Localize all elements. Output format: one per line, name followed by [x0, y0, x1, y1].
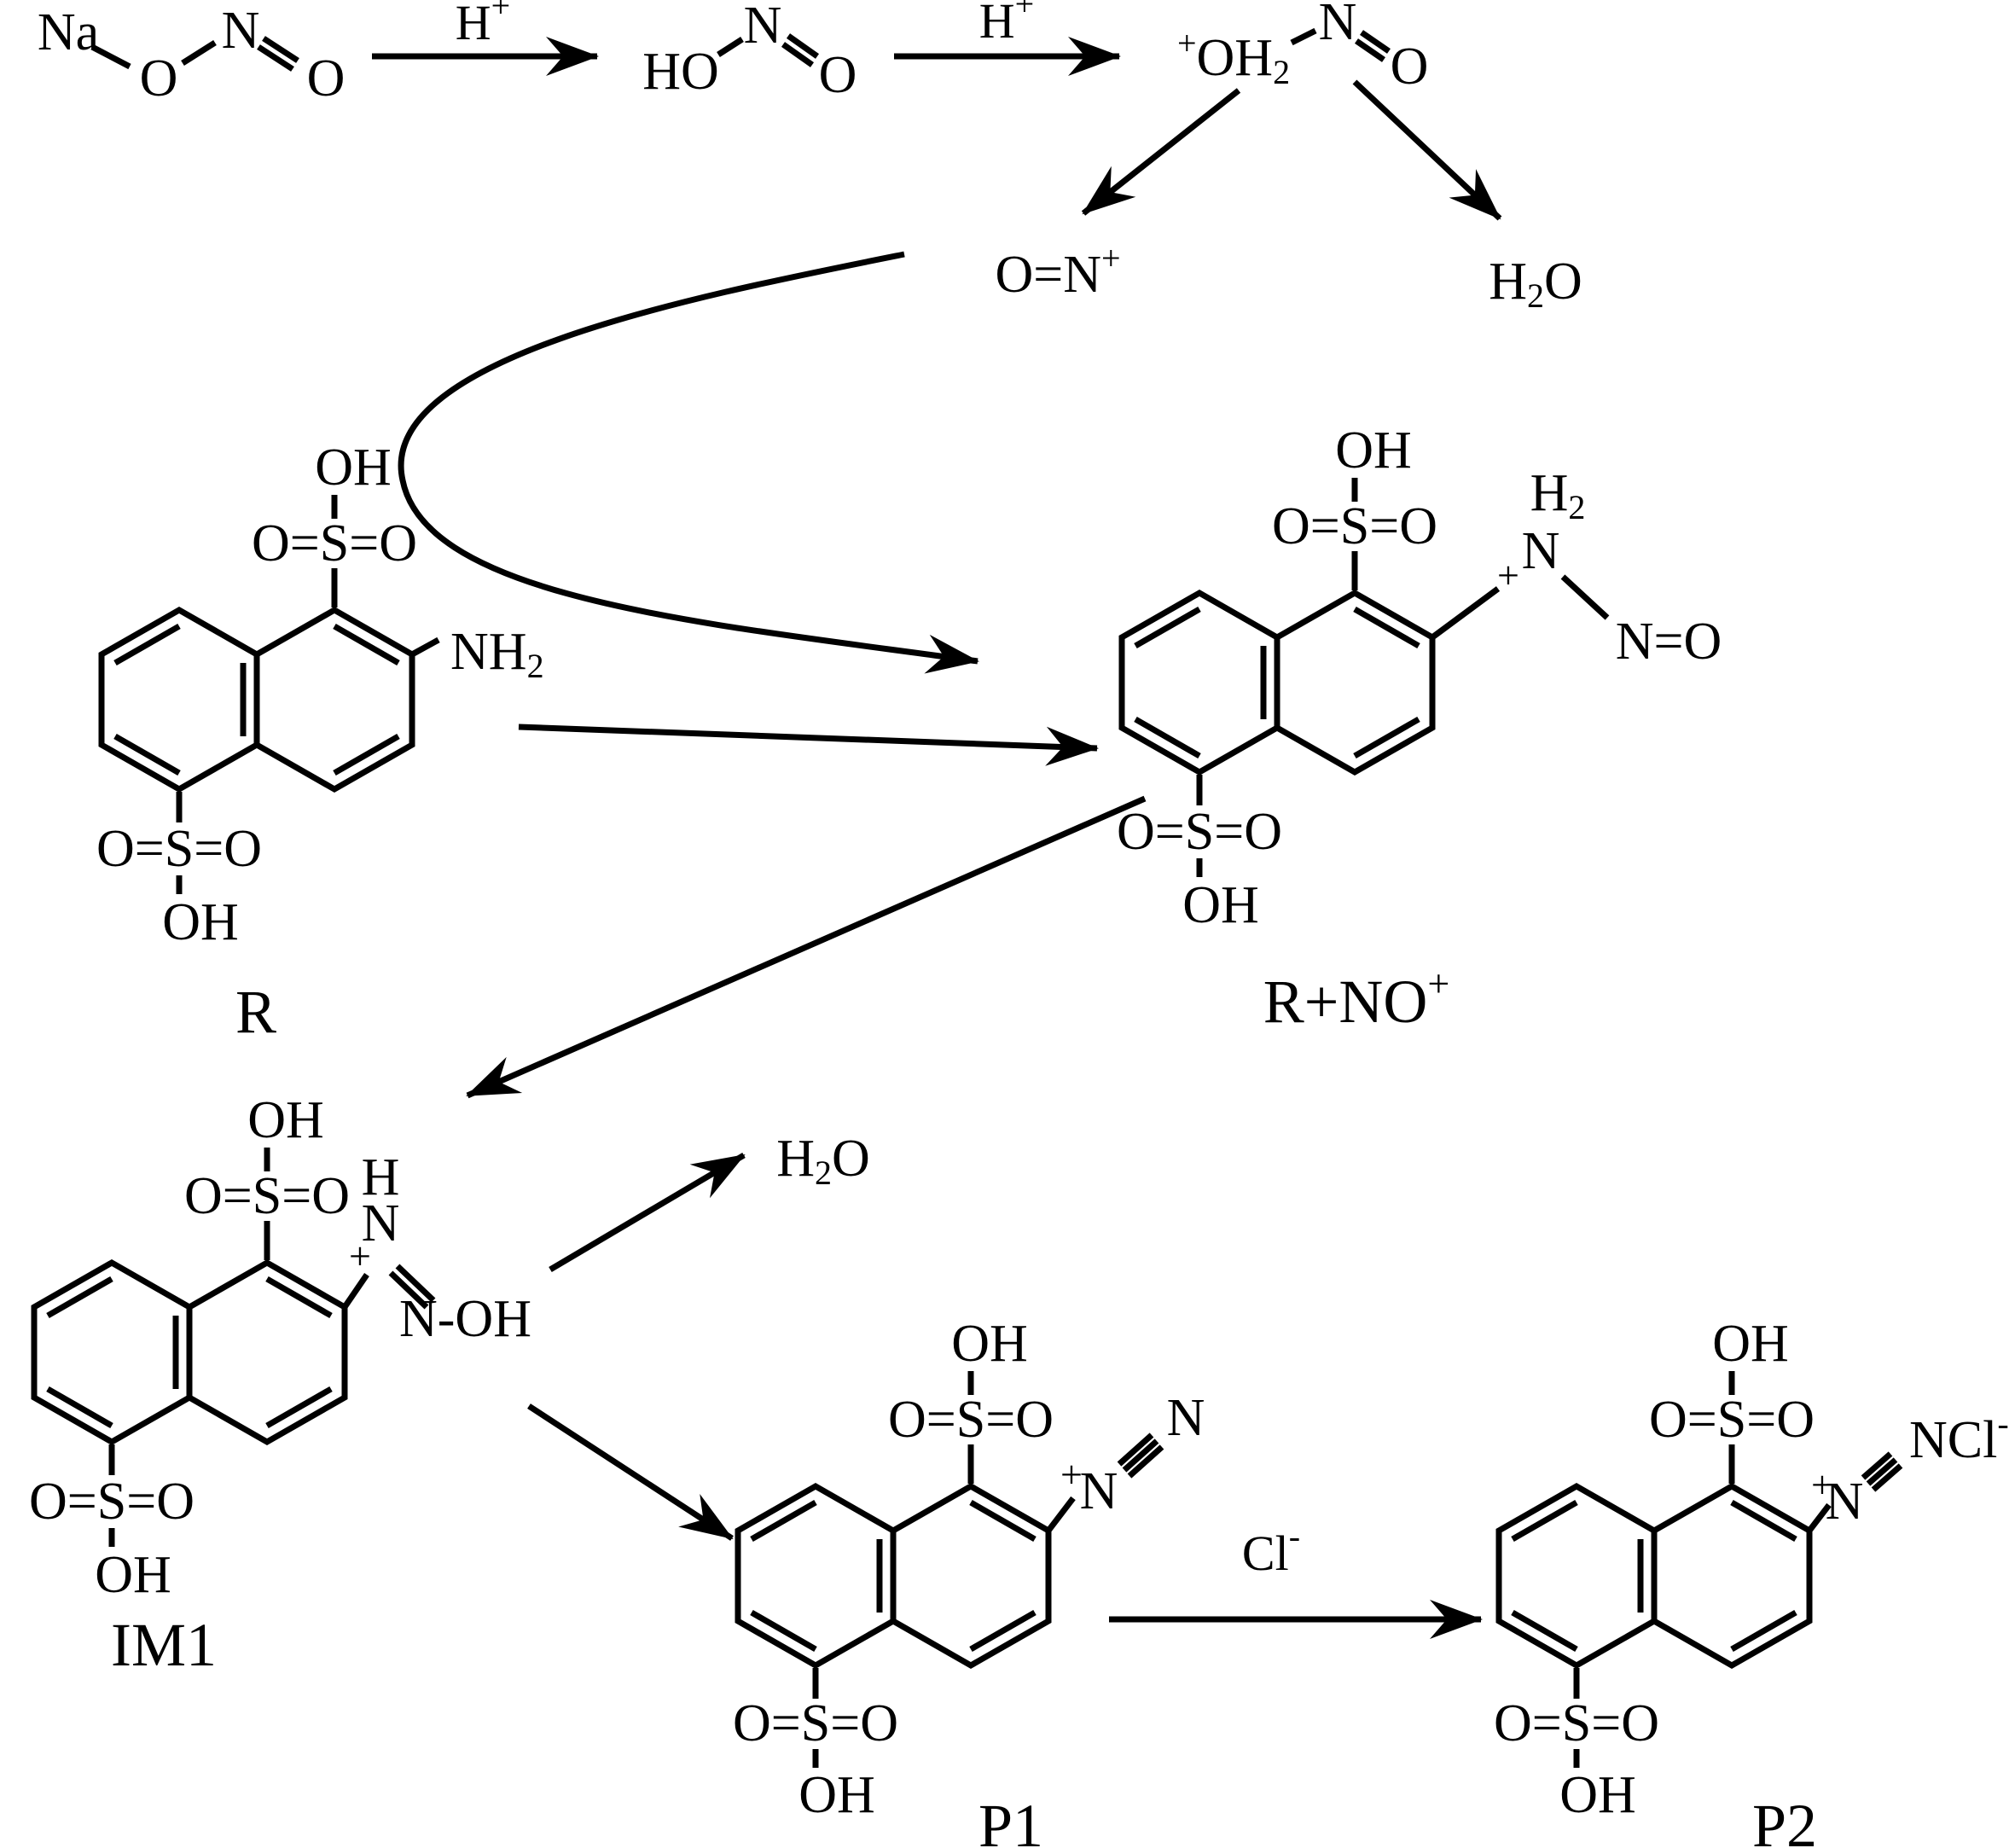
structure-P1: OH O=S=O + N N O=S=O OH P1 — [733, 1315, 1205, 1848]
oh2-plus-group: +OH2 — [1177, 24, 1290, 91]
naphthalene-ring-P1 — [735, 1482, 1052, 1670]
bottom-sulfo-label: O=S=O — [1494, 1694, 1659, 1752]
na-atom: Na — [38, 3, 99, 61]
o-atom: O — [307, 49, 346, 108]
bottom-sulfo-label: O=S=O — [733, 1694, 898, 1752]
protonated-nitrous-acid-structure: +OH2 N O — [1177, 0, 1428, 96]
h-plus-label: H+ — [456, 0, 510, 50]
bottom-oh-label: OH — [1559, 1766, 1636, 1824]
diazonium-n1-label: N — [1080, 1462, 1118, 1520]
substituent-bonds-RNO — [1196, 478, 1610, 877]
bottom-oh-label: OH — [162, 893, 239, 951]
bottom-sulfo-label: O=S=O — [96, 820, 262, 878]
arrow-IM1-to-P1 — [527, 1403, 734, 1541]
arrow-R-to-adduct — [518, 724, 1099, 766]
sodium-nitrite-structure: Na O N O — [38, 2, 346, 108]
diazonium-ncl-label: NCl- — [1909, 1404, 2009, 1470]
bottom-sulfo-label: O=S=O — [29, 1473, 195, 1531]
nitrous-acid-bonds — [717, 33, 820, 67]
arrow-adduct-to-IM1 — [466, 795, 1147, 1099]
o-atom: O — [140, 49, 178, 108]
top-sulfo-label: O=S=O — [252, 514, 417, 572]
plus-charge: + — [1811, 1463, 1833, 1507]
substituent-bonds-IM1 — [108, 1148, 436, 1547]
o-atom: O — [819, 46, 857, 104]
bottom-oh-label: OH — [798, 1766, 875, 1824]
naphthalene-ring-IM1 — [31, 1258, 348, 1446]
diazonium-n2-label: N — [1167, 1389, 1205, 1447]
nh-hydrogen-label: H — [362, 1148, 400, 1206]
chloride-label: Cl- — [1242, 1517, 1300, 1581]
nh2-hydrogens-label: H2 — [1530, 464, 1586, 526]
top-oh-label: OH — [315, 439, 392, 497]
structure-label-P2: P2 — [1752, 1792, 1817, 1848]
reaction-arrow-chloride: Cl- — [1109, 1517, 1483, 1639]
n-atom: N — [222, 2, 260, 60]
amine-label: NH2 — [450, 623, 544, 685]
bottom-oh-label: OH — [95, 1546, 171, 1604]
split-arrow-to-nitrosonium — [1081, 88, 1241, 216]
sodium-nitrite-bonds — [90, 36, 299, 72]
structure-label-P1: P1 — [978, 1792, 1043, 1848]
plus-charge: + — [1060, 1453, 1083, 1496]
n-atom: N — [1319, 0, 1357, 51]
protonated-nitrous-acid-bonds — [1290, 27, 1391, 62]
naphthalene-inner-bonds-P2 — [1511, 1499, 1797, 1653]
n-atom: N — [744, 0, 782, 55]
bottom-sulfo-label: O=S=O — [1117, 803, 1282, 861]
reaction-arrow-1: H+ — [372, 0, 599, 76]
top-sulfo-label: O=S=O — [1649, 1391, 1815, 1449]
naphthalene-inner-bonds-P1 — [750, 1499, 1037, 1653]
top-oh-label: OH — [247, 1091, 324, 1149]
naphthalene-ring-P2 — [1495, 1482, 1813, 1670]
top-sulfo-label: O=S=O — [1272, 497, 1437, 555]
structure-label-R: R — [235, 978, 276, 1046]
curved-arrow-nitrosonium-to-adduct — [398, 251, 979, 674]
structure-P2: OH O=S=O + N NCl- O=S=O OH P2 — [1494, 1315, 2009, 1848]
top-oh-label: OH — [1335, 421, 1412, 479]
structure-label-IM1: IM1 — [111, 1611, 217, 1679]
nitrosonium-label: O=N+ — [995, 239, 1120, 305]
substituent-bonds-R — [176, 495, 440, 894]
water-label-mid: H2O — [776, 1130, 870, 1192]
nitrous-acid-structure: HO N O — [642, 0, 857, 104]
arrow-IM1-to-water — [549, 1152, 746, 1273]
structure-label-RNO: R+NO+ — [1263, 962, 1450, 1037]
naphthalene-inner-bonds-R — [113, 623, 400, 776]
naphthalene-inner-bonds-IM1 — [46, 1276, 333, 1429]
reaction-arrow-2: H+ — [894, 0, 1121, 76]
top-oh-label: OH — [1712, 1315, 1789, 1373]
h-plus-label: H+ — [979, 0, 1034, 49]
naphthalene-ring-RNO — [1118, 589, 1436, 776]
o-atom: O — [1391, 38, 1429, 96]
top-sulfo-label: O=S=O — [184, 1167, 350, 1225]
split-arrow-to-water — [1352, 79, 1502, 221]
diazonium-n1-label: N — [1826, 1473, 1864, 1531]
structure-R-NO-adduct: OH O=S=O H2 N + N=O O=S=O OH R+NO+ — [1117, 421, 1722, 1036]
plus-charge: + — [1497, 554, 1519, 597]
bottom-oh-label: OH — [1182, 876, 1259, 934]
water-label-top: H2O — [1489, 253, 1582, 315]
naphthalene-ring-R — [98, 606, 415, 793]
top-sulfo-label: O=S=O — [888, 1391, 1054, 1449]
structure-R: OH O=S=O NH2 O=S=O OH R — [96, 439, 544, 1046]
structure-IM1: OH O=S=O H N + N-OH O=S=O OH IM1 — [29, 1091, 531, 1679]
substituent-bonds-P1 — [812, 1371, 1164, 1768]
nitroso-label: N=O — [1616, 613, 1722, 671]
n-oh-label: N-OH — [399, 1290, 531, 1348]
iminium-n-label: N — [362, 1194, 400, 1252]
naphthalene-inner-bonds-RNO — [1134, 606, 1420, 759]
ho-group: HO — [642, 43, 719, 101]
plus-charge: + — [349, 1235, 371, 1278]
ammonium-n-label: N — [1522, 522, 1560, 580]
top-oh-label: OH — [951, 1315, 1028, 1373]
substituent-bonds-P2 — [1573, 1371, 1903, 1768]
